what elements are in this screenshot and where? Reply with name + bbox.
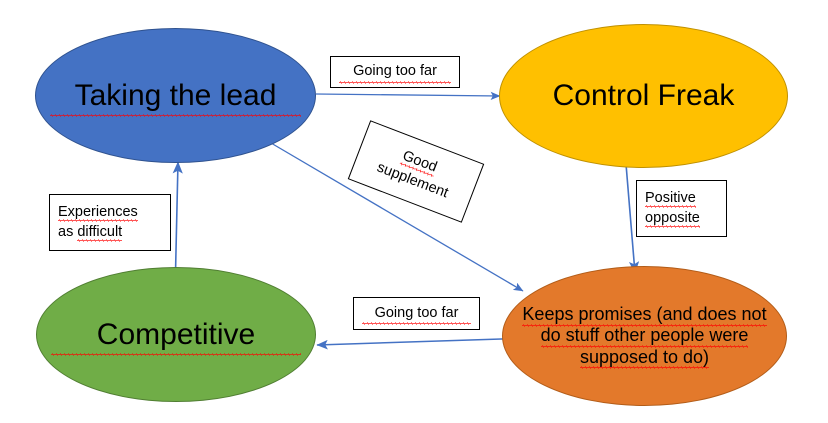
edge-label-promises-to-competitive[interactable]: Going too far	[353, 297, 480, 330]
node-keeps-promises-line3: supposed to do)	[579, 346, 710, 367]
edge-label-competitive-to-lead[interactable]: Experiences as difficult	[49, 194, 171, 251]
node-taking-the-lead-label: Taking the lead	[49, 78, 302, 118]
node-keeps-promises-label: Keeps promises (and does not do stuff ot…	[517, 304, 772, 368]
node-competitive-label: Competitive	[50, 317, 302, 357]
node-taking-the-lead[interactable]: Taking the lead	[35, 28, 316, 163]
edge-label-competitive-to-lead-line1: Experiences	[58, 203, 138, 220]
edge-label-promises-to-competitive-text: Going too far	[362, 304, 471, 325]
edge-label-control-to-promises-line1: Positive	[645, 189, 696, 206]
node-competitive[interactable]: Competitive	[36, 267, 316, 402]
edge-label-competitive-to-lead-word-difficult: difficult	[77, 223, 123, 240]
node-control-freak[interactable]: Control Freak	[499, 24, 788, 168]
edge-label-lead-to-control[interactable]: Going too far	[330, 56, 460, 88]
arrow-control-to-promises	[625, 163, 640, 274]
edge-label-lead-to-control-text: Going too far	[339, 62, 451, 84]
edge-label-control-to-promises-text: Positive opposite	[645, 189, 718, 228]
node-keeps-promises[interactable]: Keeps promises (and does not do stuff ot…	[502, 266, 787, 406]
edge-label-control-to-promises-line2: opposite	[645, 209, 700, 226]
node-control-freak-label: Control Freak	[552, 79, 735, 113]
edge-label-competitive-to-lead-line2: as difficult	[58, 223, 123, 240]
edge-label-control-to-promises[interactable]: Positive opposite	[636, 180, 727, 237]
edge-label-competitive-to-lead-text: Experiences as difficult	[58, 203, 162, 242]
arrow-lead-to-control	[315, 91, 501, 101]
node-keeps-promises-line2: do stuff other people were	[540, 325, 749, 346]
node-keeps-promises-line1: Keeps promises (and does not	[522, 304, 767, 325]
arrow-lead-to-promises	[270, 142, 524, 292]
